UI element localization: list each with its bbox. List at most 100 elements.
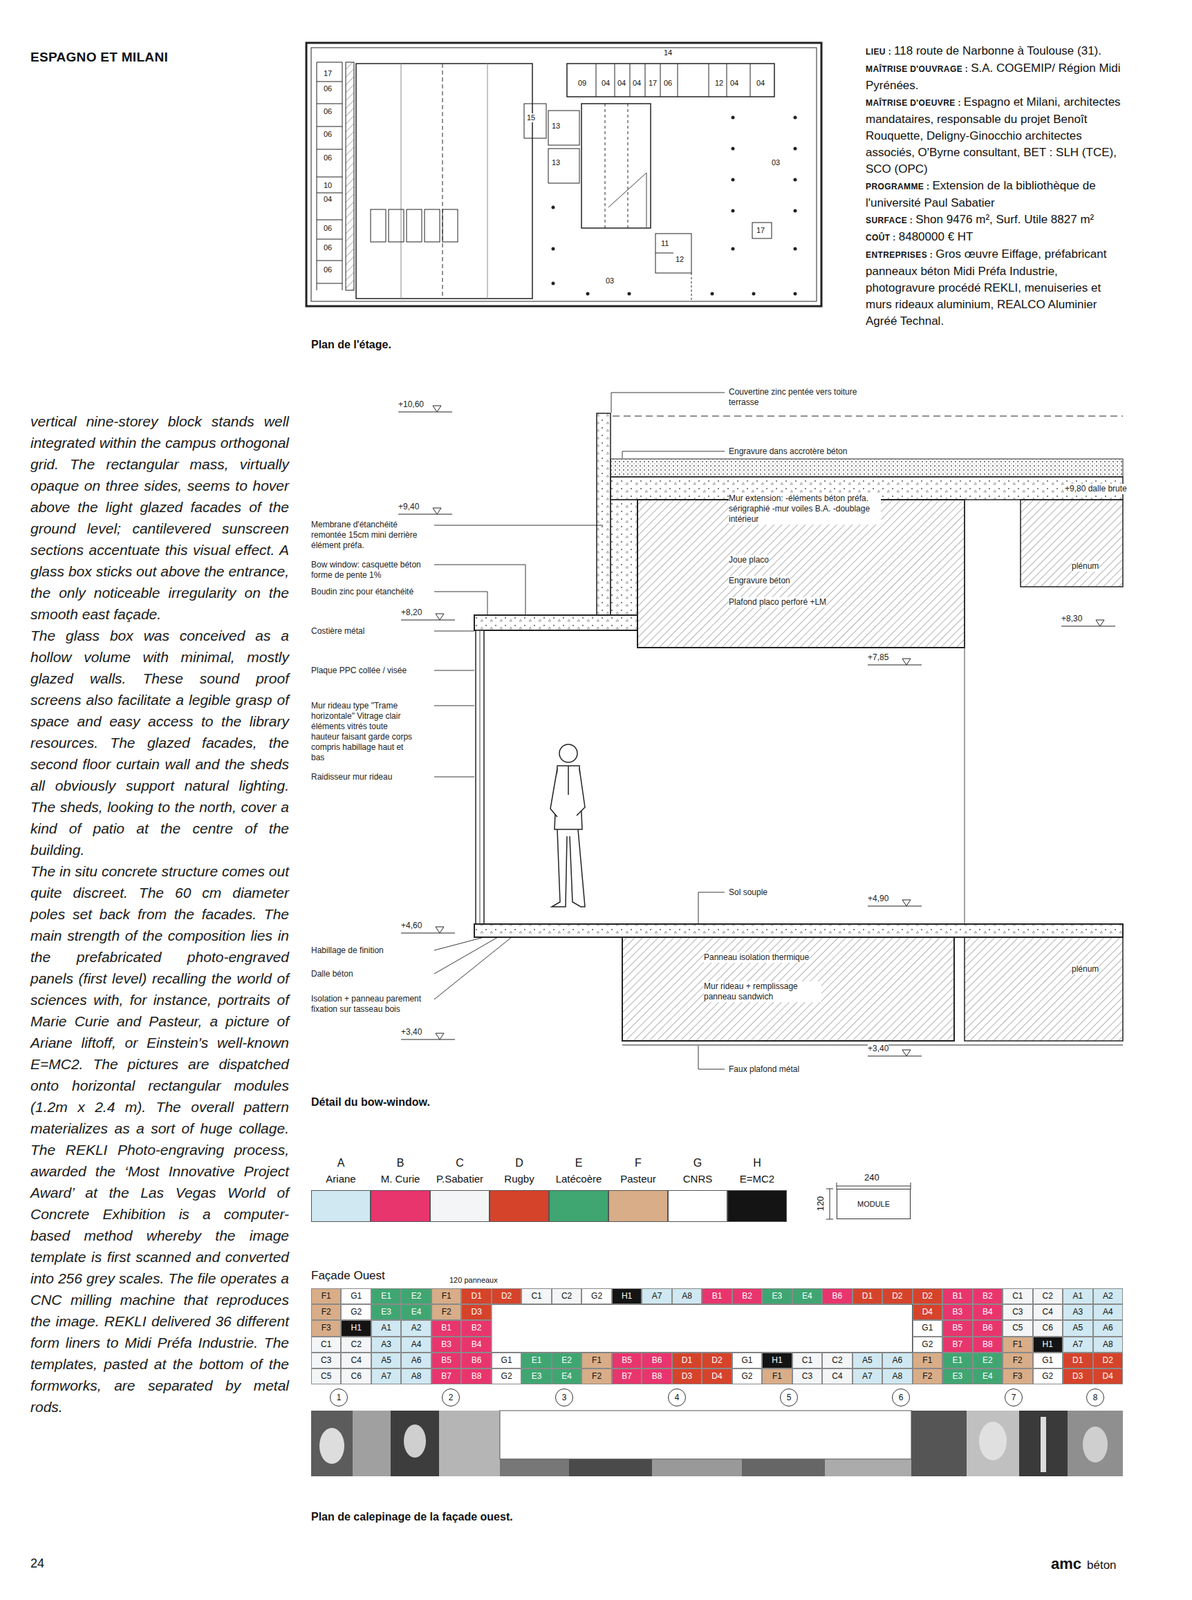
blank-zone bbox=[491, 1304, 913, 1354]
panel-cell: G1 bbox=[340, 1288, 371, 1305]
floor-plan bbox=[581, 103, 651, 229]
floor-plan bbox=[316, 62, 318, 291]
level-mark bbox=[867, 906, 922, 908]
panel-cell: F1 bbox=[761, 1369, 792, 1385]
level-mark-label: +3,40 bbox=[867, 1044, 889, 1055]
leader-line bbox=[434, 525, 603, 527]
module-box: MODULE bbox=[836, 1189, 911, 1220]
photo-strip bbox=[979, 1422, 1007, 1461]
floor-plan bbox=[442, 63, 444, 299]
panel-cell: A2 bbox=[1093, 1288, 1123, 1305]
panel-cell: D3 bbox=[1062, 1369, 1093, 1385]
level-mark-label: +10,60 bbox=[398, 399, 424, 411]
panel-cell: E3 bbox=[942, 1369, 973, 1385]
panel-cell: D3 bbox=[461, 1304, 491, 1321]
info-value: 8480000 € HT bbox=[898, 230, 974, 244]
panel-cell: H1 bbox=[761, 1353, 792, 1370]
floor-plan bbox=[316, 192, 343, 194]
annotation: Costière métal bbox=[311, 626, 365, 637]
human-figure bbox=[559, 744, 578, 763]
panel-cell: B4 bbox=[461, 1337, 491, 1354]
floor-plan bbox=[604, 103, 606, 229]
legend-label: Latécoère bbox=[548, 1173, 609, 1186]
panel-cell: B7 bbox=[942, 1337, 973, 1354]
floor-plan bbox=[551, 247, 556, 251]
human-figure bbox=[567, 766, 570, 796]
panel-cell: B1 bbox=[942, 1288, 973, 1305]
panel-cell: E2 bbox=[401, 1288, 431, 1305]
panel-cell: A3 bbox=[1062, 1304, 1093, 1321]
panel-cell: A8 bbox=[672, 1288, 702, 1305]
info-value: Shon 9476 m², Surf. Utile 8827 m² bbox=[915, 212, 1094, 227]
figure-caption: Détail du bow-window. bbox=[311, 1096, 431, 1110]
panel-cell: B2 bbox=[972, 1288, 1003, 1305]
level-mark-label: +8,30 bbox=[1061, 613, 1083, 625]
panel-cell: C4 bbox=[822, 1369, 852, 1385]
panel-cell: A6 bbox=[882, 1353, 912, 1370]
dimension-line bbox=[826, 1219, 834, 1221]
panel-cell: F1 bbox=[581, 1353, 612, 1370]
panel-cell: C6 bbox=[340, 1369, 371, 1385]
level-mark bbox=[867, 1056, 922, 1058]
annotation: Plafond placo perforé +LM bbox=[728, 597, 827, 608]
panel-cell: B8 bbox=[461, 1369, 491, 1385]
panel-cell: D1 bbox=[461, 1288, 491, 1305]
node-text: 6 bbox=[898, 1393, 904, 1403]
panel-cell: C2 bbox=[1032, 1288, 1063, 1305]
annotation: Dalle béton bbox=[311, 969, 354, 980]
photo-strip bbox=[911, 1411, 967, 1477]
panel-cell: E3 bbox=[761, 1288, 792, 1305]
info-entry: PROGRAMME :Extension de la bibliothèque … bbox=[865, 177, 1129, 212]
floor-plan bbox=[370, 209, 386, 242]
level-mark bbox=[435, 927, 444, 934]
floor-plan bbox=[551, 282, 556, 286]
section-drawing bbox=[596, 413, 611, 616]
panel-cell: D2 bbox=[1093, 1353, 1123, 1370]
info-entry: LIEU :118 route de Narbonne à Toulouse (… bbox=[865, 42, 1129, 61]
photo-strip bbox=[1019, 1411, 1068, 1477]
panel-cell: C3 bbox=[1002, 1304, 1033, 1321]
legend-label: Pasteur bbox=[608, 1173, 668, 1186]
node-text: 1 bbox=[336, 1393, 342, 1403]
panel-cell: A7 bbox=[1062, 1337, 1093, 1354]
floor-plan bbox=[316, 103, 343, 105]
page-number: 24 bbox=[30, 1557, 45, 1572]
panel-cell: A8 bbox=[1093, 1337, 1123, 1354]
legend-swatch bbox=[608, 1190, 668, 1223]
floor-plan bbox=[487, 63, 489, 299]
panel-cell: G2 bbox=[912, 1337, 943, 1354]
node-text: 3 bbox=[562, 1393, 567, 1403]
panel-cell: E4 bbox=[792, 1288, 823, 1305]
room-number: 06 bbox=[323, 129, 332, 139]
photo-strip bbox=[1067, 1411, 1123, 1477]
panel-cell: A5 bbox=[371, 1353, 402, 1370]
floor-plan bbox=[316, 81, 343, 83]
level-mark bbox=[432, 508, 442, 515]
panel-cell: B3 bbox=[942, 1304, 973, 1321]
figure-caption: Plan de l'étage. bbox=[311, 338, 392, 352]
annotation: Raidisseur mur rideau bbox=[311, 772, 393, 783]
floor-plan bbox=[608, 172, 647, 229]
annotation: Plaque PPC collée / visée bbox=[311, 665, 407, 677]
floor-plan bbox=[316, 177, 343, 178]
panel-cell: B8 bbox=[972, 1337, 1003, 1354]
column-number: 1 bbox=[329, 1389, 348, 1408]
annotation: Isolation + panneau parement fixation su… bbox=[311, 994, 431, 1015]
room-number: 13 bbox=[551, 121, 561, 131]
figure-caption: Plan de calepinage de la façade ouest. bbox=[311, 1511, 514, 1524]
info-key: PROGRAMME : bbox=[865, 181, 930, 192]
leader-line bbox=[434, 670, 475, 672]
annotation: plénum bbox=[1071, 561, 1099, 572]
photo-strip bbox=[311, 1411, 1123, 1477]
panel-cell: B6 bbox=[461, 1353, 491, 1370]
panel-cell: A6 bbox=[1093, 1320, 1123, 1337]
leader-line bbox=[698, 1046, 725, 1070]
panel-cell: C1 bbox=[1002, 1288, 1033, 1305]
section-drawing bbox=[612, 416, 1123, 417]
panel-cell: D2 bbox=[882, 1288, 912, 1305]
human-figure bbox=[569, 829, 585, 908]
panel-cell: E4 bbox=[972, 1369, 1003, 1385]
column-number: 6 bbox=[891, 1389, 910, 1408]
panel-cell: H1 bbox=[611, 1288, 642, 1305]
level-mark-label: +3,40 bbox=[401, 1027, 422, 1038]
